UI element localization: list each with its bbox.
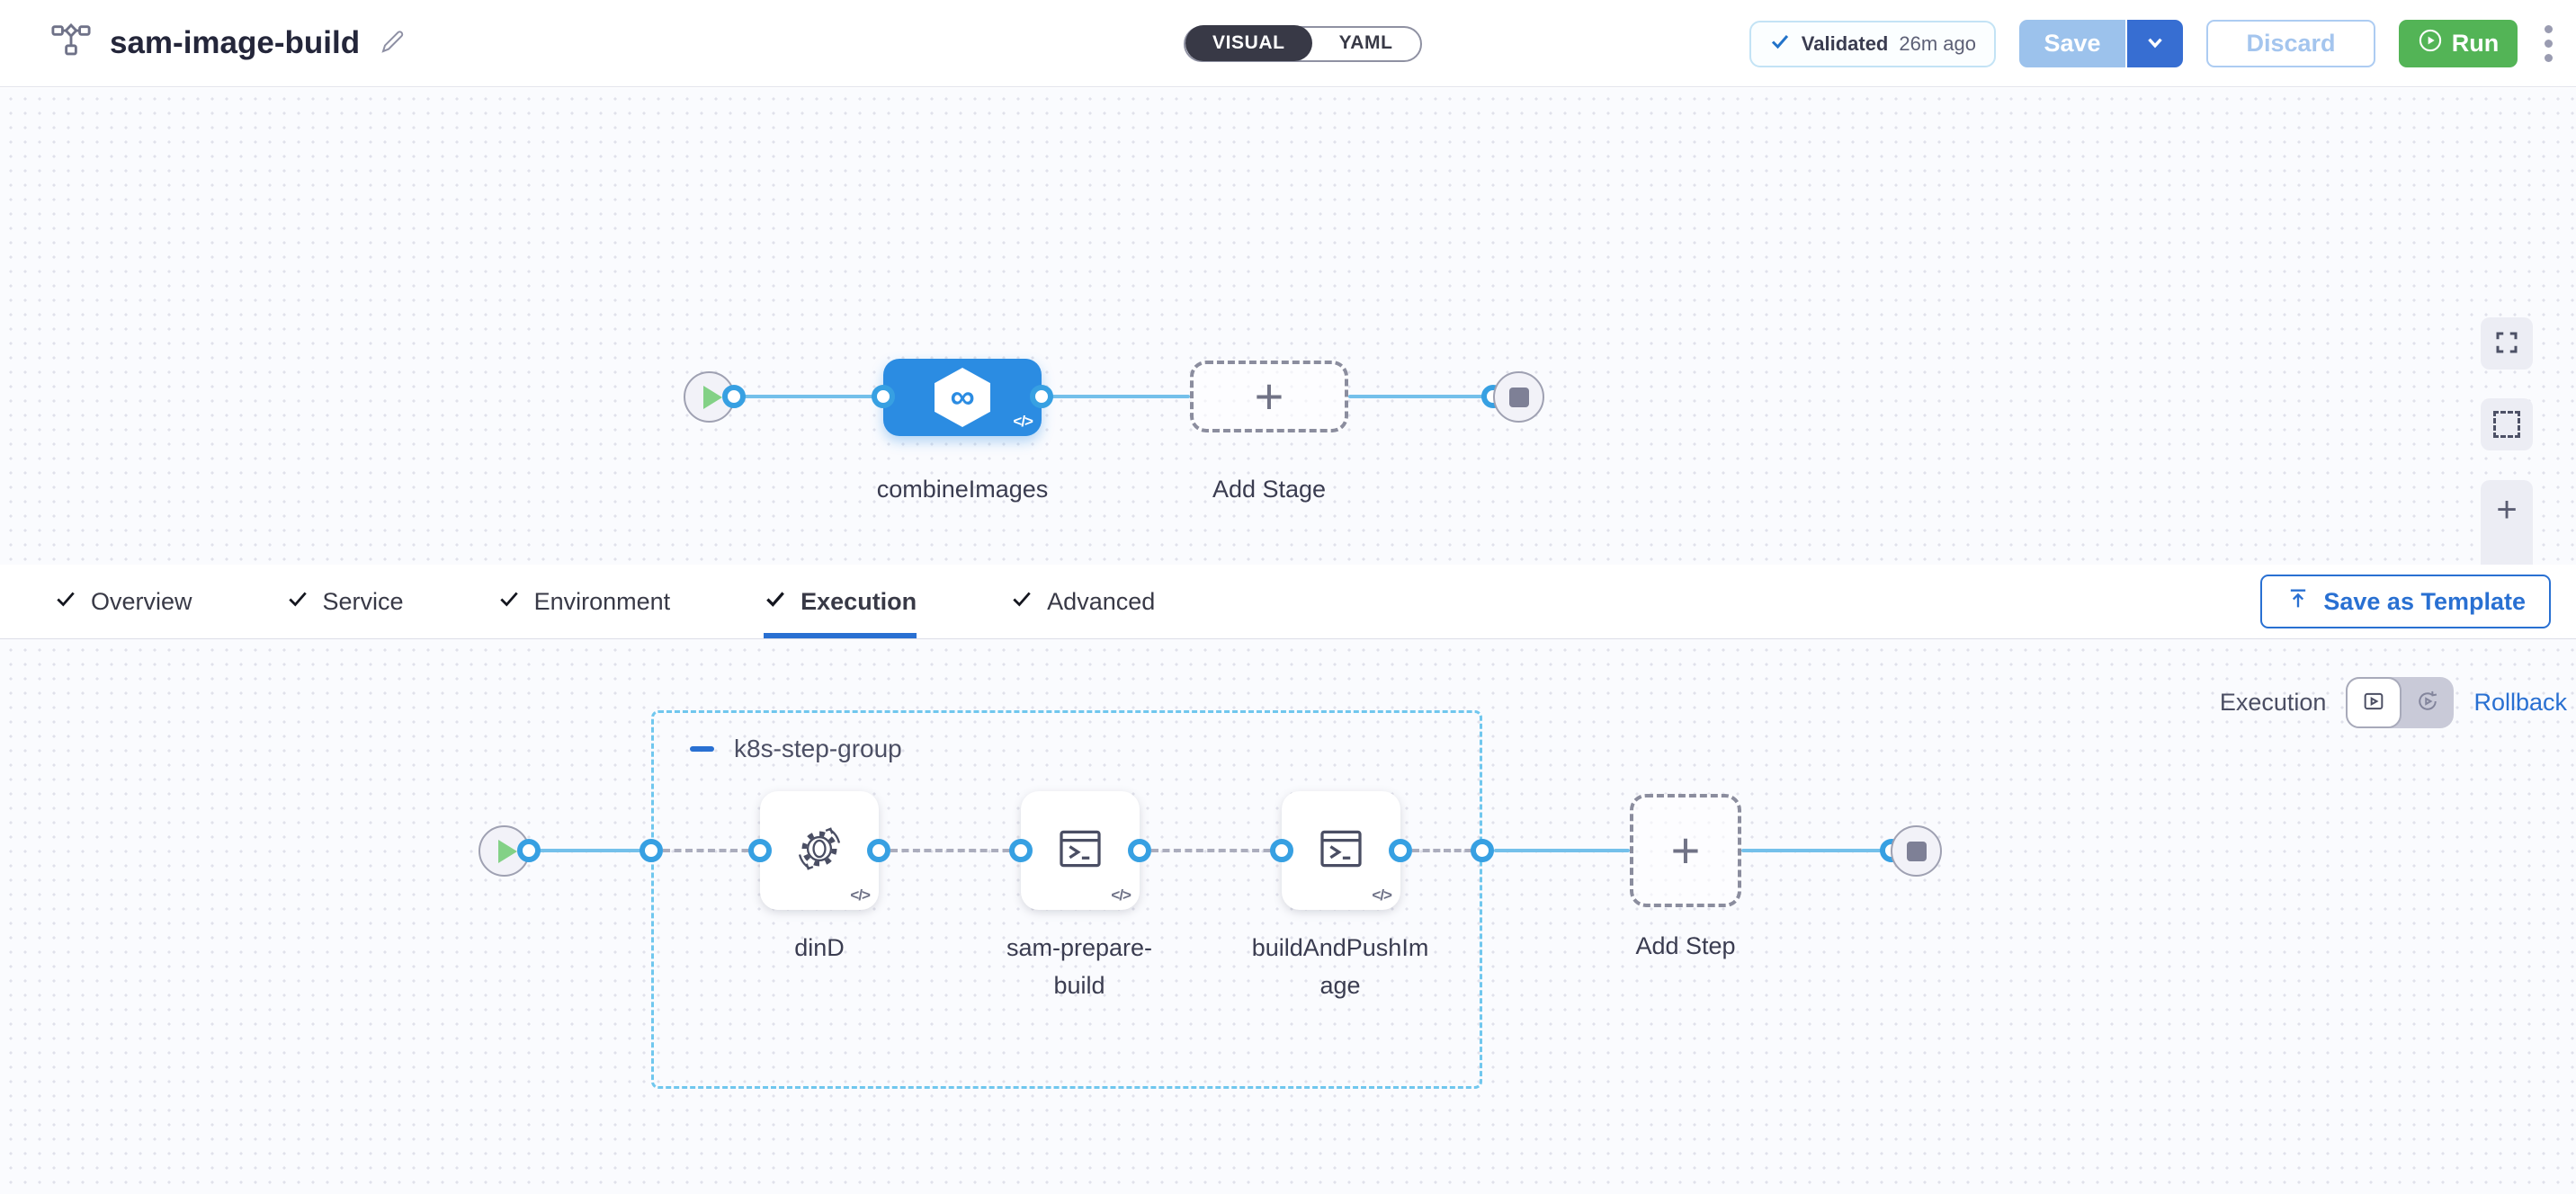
check-icon [1010,587,1033,617]
collapse-group-button[interactable] [690,746,714,752]
pipeline-end-node [1493,371,1544,423]
connector-port [1471,839,1494,862]
connector-port [722,385,746,408]
step-code-marker: </> [850,887,870,904]
save-split-button: Save [2019,20,2183,67]
marquee-select-icon [2493,411,2520,438]
more-options-button[interactable] [2541,22,2556,66]
check-icon [286,587,309,617]
step-group-name: k8s-step-group [734,735,902,763]
execution-end-node [1891,825,1942,877]
view-mode-toggle: VISUAL YAML [1184,26,1422,62]
step-node-dind[interactable]: </> [760,791,879,910]
mode-toggle [2346,677,2454,728]
rollback-steps-icon [2415,689,2440,717]
rollback-mode-button[interactable] [2402,677,2454,728]
connector-port [867,839,890,862]
start-play-icon [498,840,517,863]
upload-icon [2285,586,2311,618]
add-stage-label: Add Stage [1152,470,1386,508]
execution-rollback-switch: Execution Rollback [2220,677,2567,728]
run-step-icon [1055,824,1105,878]
pencil-icon [378,28,407,59]
validated-label: Validated [1802,32,1889,56]
connector-port [640,839,663,862]
step-node-sam-prepare-build[interactable]: </> [1021,791,1140,910]
connector-port [1389,839,1412,862]
multi-select-button[interactable] [2481,398,2533,450]
tab-execution[interactable]: Execution [764,565,917,638]
connector-port [872,385,895,408]
connector-port [517,839,541,862]
edge-group-to-addstep [1494,849,1630,852]
save-button[interactable]: Save [2019,20,2125,67]
visual-toggle-button[interactable]: VISUAL [1185,25,1312,61]
step-code-marker: </> [1372,887,1391,904]
execution-mode-label: Execution [2220,689,2327,717]
check-icon [764,587,787,617]
connector-port [1128,839,1151,862]
top-header: sam-image-build VISUAL YAML Validated 26… [0,0,2576,87]
edge-stage-to-addstage [1042,395,1190,398]
add-stage-button[interactable]: + [1190,361,1348,432]
edge-start-to-group [529,849,651,852]
add-step-button[interactable]: + [1630,794,1741,907]
connector-port [748,839,772,862]
tab-advanced[interactable]: Advanced [1010,565,1155,638]
stage-canvas[interactable]: ∞ </> + combineImages Add Stage + − [0,88,2576,565]
check-icon [54,587,77,617]
discard-button[interactable]: Discard [2206,20,2375,67]
step-node-buildandpushimage[interactable]: </> [1282,791,1400,910]
connector-port [1009,839,1033,862]
yaml-toggle-button[interactable]: YAML [1312,25,1420,61]
connector-port [1270,839,1293,862]
edit-title-button[interactable] [378,28,407,59]
fullscreen-icon [2493,329,2520,359]
validated-badge[interactable]: Validated 26m ago [1749,21,1996,67]
step-group-header: k8s-step-group [690,735,902,763]
check-icon [497,587,521,617]
tab-service[interactable]: Service [286,565,404,638]
stage-code-marker: </> [1013,413,1033,431]
zoom-in-button[interactable]: + [2481,480,2533,539]
pipeline-icon [50,21,92,67]
execution-mode-button[interactable] [2346,677,2402,728]
step-label-sam-prepare-build: sam-prepare-build [990,929,1168,1004]
stage-label: combineImages [845,470,1079,508]
pipeline-tab-bar: Overview Service Environment Execution A… [0,565,2576,639]
tab-environment[interactable]: Environment [497,565,671,638]
check-icon [1769,31,1791,57]
connector-port [1030,385,1053,408]
validated-time: 26m ago [1899,32,1976,56]
stop-icon [1509,388,1529,407]
start-play-icon [703,386,722,409]
stage-node-combineimages[interactable]: ∞ </> [883,359,1042,436]
run-play-icon [2418,28,2443,59]
background-step-icon [792,821,847,881]
rollback-link[interactable]: Rollback [2473,689,2567,717]
run-step-icon [1316,824,1366,878]
edge-addstep-to-end [1741,849,1892,852]
step-label-dind: dinD [711,929,927,967]
edge-start-to-stage [734,395,883,398]
execution-steps-icon [2361,689,2386,717]
add-step-label: Add Step [1578,927,1793,965]
ci-stage-icon: ∞ [935,368,990,427]
page-title: sam-image-build [110,25,360,61]
save-as-template-button[interactable]: Save as Template [2260,575,2551,628]
stop-icon [1907,842,1927,861]
step-label-buildandpushimage: buildAndPushImage [1251,929,1429,1004]
run-button[interactable]: Run [2399,20,2518,67]
step-code-marker: </> [1111,887,1131,904]
tab-overview[interactable]: Overview [54,565,192,638]
run-label: Run [2452,30,2499,58]
chevron-down-icon [2143,31,2167,57]
save-options-button[interactable] [2125,20,2183,67]
fullscreen-button[interactable] [2481,317,2533,370]
execution-canvas[interactable]: Execution Rollback [0,639,2576,1194]
edge-addstage-to-end [1348,395,1494,398]
